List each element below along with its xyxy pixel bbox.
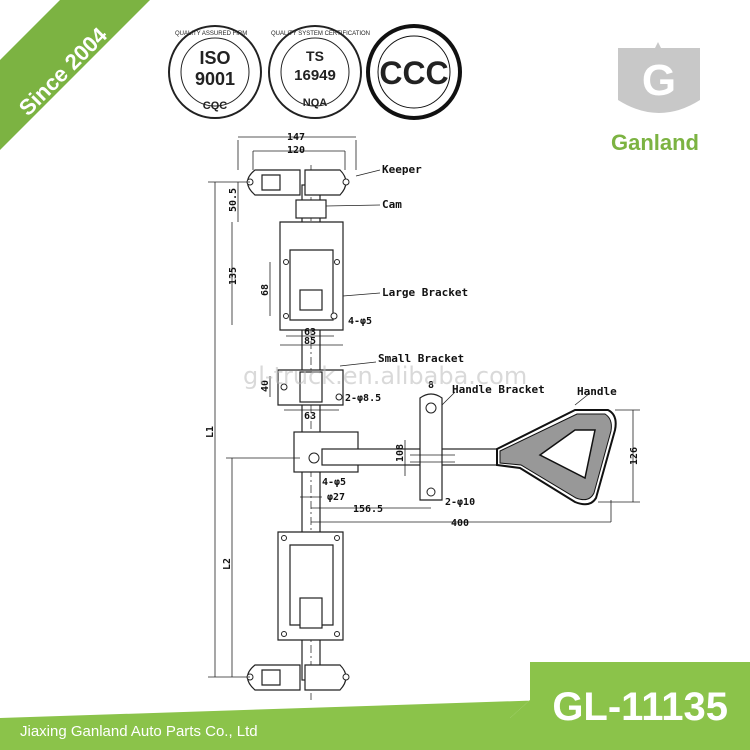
label-small-bracket: Small Bracket bbox=[378, 352, 464, 365]
dim-63-top: 63 bbox=[304, 327, 316, 338]
dim-phi27: φ27 bbox=[327, 492, 345, 503]
since-banner: Since 2004 bbox=[0, 0, 150, 150]
ccc-title: CCC bbox=[379, 55, 448, 91]
dim-126: 126 bbox=[629, 447, 640, 465]
dim-400: 400 bbox=[451, 518, 469, 529]
bottom-keeper bbox=[246, 664, 350, 691]
dim-50-5: 50.5 bbox=[228, 188, 239, 212]
dim-L1: L1 bbox=[205, 426, 216, 438]
label-cam: Cam bbox=[382, 198, 402, 211]
lock-drawing: 147 120 50.5 135 68 63 85 4-φ5 40 2-φ8.5… bbox=[205, 132, 640, 700]
brand-name: Ganland bbox=[611, 130, 699, 155]
bottom-large-bracket bbox=[277, 531, 344, 641]
ts-title: TS bbox=[306, 48, 324, 64]
top-large-bracket bbox=[279, 221, 344, 331]
dim-120: 120 bbox=[287, 145, 305, 156]
dim-8: 8 bbox=[428, 380, 434, 391]
dim-135: 135 bbox=[228, 267, 239, 285]
iso-footer: CQC bbox=[203, 100, 228, 112]
ts-16949-seal: QUALITY SYSTEM CERTIFICATION TS 16949 NQ… bbox=[268, 25, 370, 119]
logo-shield-icon bbox=[618, 42, 700, 113]
iso-9001-seal: QUALITY ASSURED FIRM ISO 9001 CQC bbox=[168, 25, 262, 119]
iso-number: 9001 bbox=[195, 69, 235, 89]
dim-108: 108 bbox=[395, 444, 406, 462]
ccc-seal: CCC bbox=[366, 24, 462, 120]
ganland-logo: G Ganland bbox=[611, 42, 700, 155]
dim-40: 40 bbox=[260, 380, 271, 392]
dim-hole-4-phi5-top: 4-φ5 bbox=[348, 316, 372, 327]
handle-assembly bbox=[293, 393, 617, 506]
iso-ring-text: QUALITY ASSURED FIRM bbox=[175, 31, 247, 37]
model-number: GL-11135 bbox=[552, 685, 728, 729]
dim-85: 85 bbox=[304, 336, 316, 347]
watermark: gl-truck.en.alibaba.com bbox=[243, 362, 527, 390]
dim-156-5: 156.5 bbox=[353, 504, 383, 515]
dim-147: 147 bbox=[287, 132, 305, 143]
dim-68: 68 bbox=[260, 284, 271, 296]
company-name: Jiaxing Ganland Auto Parts Co., Ltd bbox=[20, 723, 258, 740]
dim-hole-4-phi5-mid: 4-φ5 bbox=[322, 477, 346, 488]
small-bracket bbox=[277, 369, 344, 406]
ts-ring-text: QUALITY SYSTEM CERTIFICATION bbox=[271, 31, 370, 37]
label-large-bracket: Large Bracket bbox=[382, 286, 468, 299]
footer-band: Jiaxing Ganland Auto Parts Co., Ltd GL-1… bbox=[0, 662, 750, 750]
ts-footer: NQA bbox=[303, 97, 328, 109]
label-keeper: Keeper bbox=[382, 163, 422, 176]
label-handle-bracket: Handle Bracket bbox=[452, 383, 545, 396]
dim-L2: L2 bbox=[222, 558, 233, 570]
dim-hole-2-phi8-5: 2-φ8.5 bbox=[345, 393, 381, 404]
dimension-lines bbox=[208, 136, 640, 678]
svg-text:G: G bbox=[642, 56, 676, 105]
dim-63-mid: 63 bbox=[304, 411, 316, 422]
label-handle: Handle bbox=[577, 385, 617, 398]
ts-number: 16949 bbox=[294, 67, 336, 84]
iso-title: ISO bbox=[199, 48, 230, 68]
dim-hole-2-phi10: 2-φ10 bbox=[445, 497, 475, 508]
